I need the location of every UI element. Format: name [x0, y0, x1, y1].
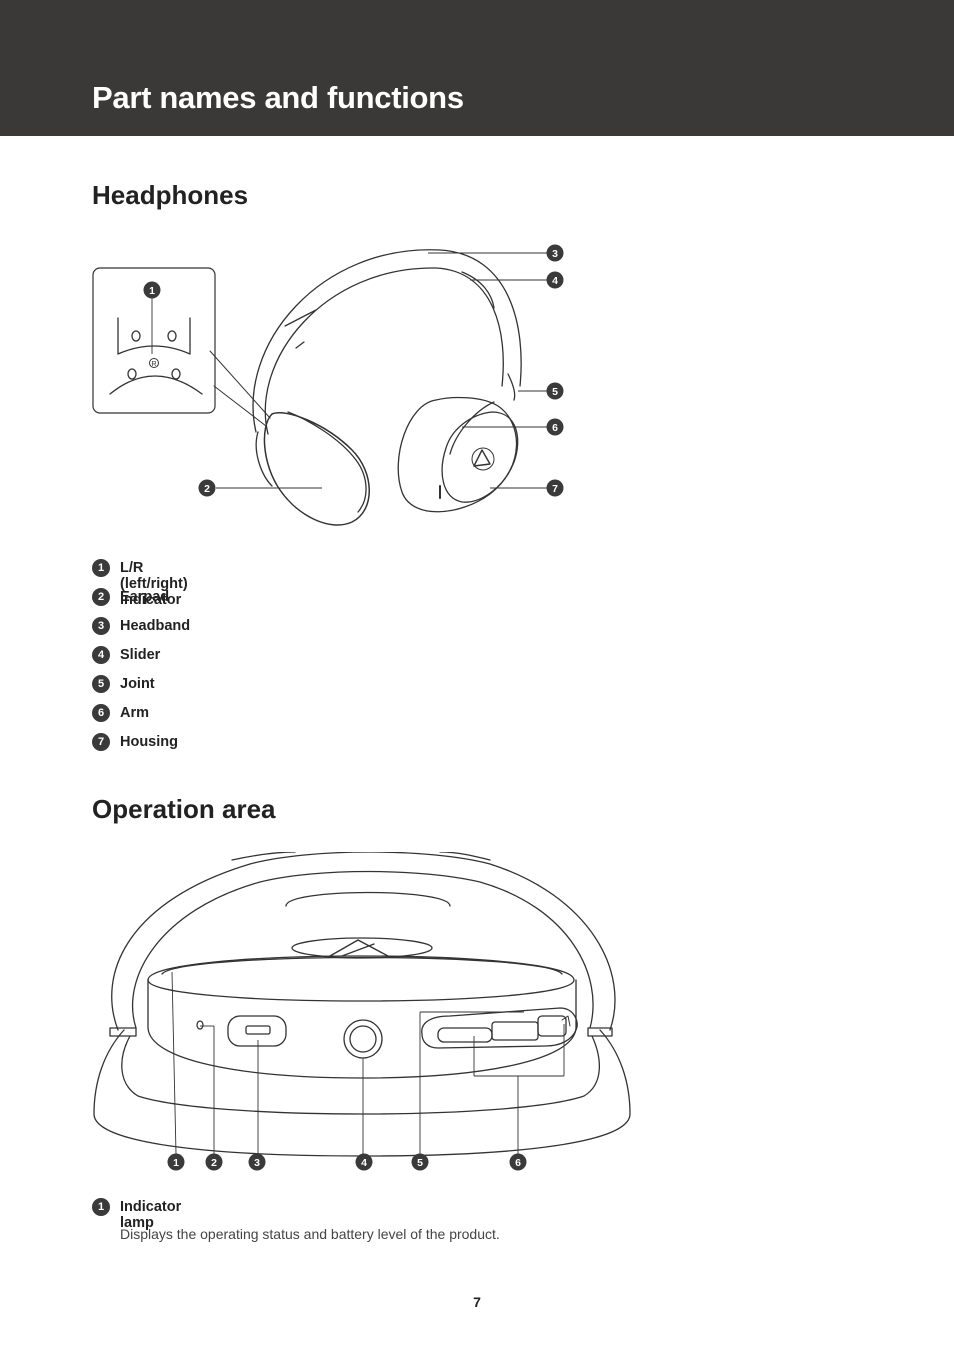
- number-badge: 4: [92, 646, 110, 664]
- indicator-lamp-description: Displays the operating status and batter…: [120, 1226, 500, 1242]
- svg-text:2: 2: [211, 1157, 217, 1169]
- callout-4: 4: [546, 271, 564, 289]
- callout-5: 5: [411, 1153, 429, 1171]
- svg-text:1: 1: [173, 1157, 179, 1169]
- callout-6: 6: [546, 418, 564, 436]
- inset-housing-curve: [117, 317, 191, 355]
- callout-1: 1: [143, 281, 161, 299]
- joint: [507, 373, 516, 401]
- legend-label: Slider: [120, 647, 161, 663]
- inset-lr-mark: R: [151, 361, 156, 368]
- number-badge: 1: [92, 1198, 110, 1216]
- headband-outer: [252, 249, 522, 433]
- power-button: [437, 1027, 493, 1043]
- callout-3: 3: [546, 244, 564, 262]
- earpad: [287, 411, 367, 513]
- inset-hole-left-bottom: [127, 368, 137, 380]
- callout-2: 2: [198, 479, 216, 497]
- volume-button: [491, 1021, 539, 1041]
- svg-text:3: 3: [552, 248, 558, 260]
- inset-hole-left-top: [131, 330, 141, 342]
- legend-label: Earpad: [120, 589, 170, 605]
- page-title: Part names and functions: [92, 80, 464, 115]
- svg-text:6: 6: [515, 1157, 521, 1169]
- indicator-lamp: [196, 1020, 204, 1030]
- callout-2: 2: [205, 1153, 223, 1171]
- legend-label: Indicator lamp: [120, 1199, 182, 1231]
- legend-label: Housing: [120, 734, 178, 750]
- right-earcup: [397, 396, 518, 513]
- svg-text:5: 5: [552, 386, 558, 398]
- number-badge: 1: [92, 559, 110, 577]
- svg-text:6: 6: [552, 422, 558, 434]
- svg-text:2: 2: [204, 483, 210, 495]
- inset-box: [92, 267, 216, 414]
- legend-label: Arm: [120, 705, 150, 721]
- headphones-illustration: 3 4 5 6 7 2 1 R: [92, 244, 564, 526]
- callout-7: 7: [546, 479, 564, 497]
- legend-label: L/R (left/right) indicator: [120, 560, 188, 608]
- svg-text:7: 7: [552, 483, 558, 495]
- legend-label: Headband: [120, 618, 191, 634]
- svg-text:5: 5: [417, 1157, 423, 1169]
- svg-text:4: 4: [361, 1157, 367, 1169]
- number-badge: 6: [92, 704, 110, 722]
- page-number: 7: [473, 1294, 481, 1310]
- page-header-bar: Part names and functions: [0, 0, 954, 136]
- headband-inner: [264, 267, 504, 435]
- housing-logo: [291, 937, 433, 959]
- operation-area-illustration: 1 2 3 4 5 6: [93, 852, 631, 1171]
- arm: [449, 401, 495, 455]
- callout-4: 4: [355, 1153, 373, 1171]
- svg-text:4: 4: [552, 275, 558, 287]
- number-badge: 3: [92, 617, 110, 635]
- legend-label: Joint: [120, 676, 155, 692]
- left-earcup: [263, 412, 370, 526]
- inset-hole-right-bottom: [171, 368, 181, 380]
- callout-3: 3: [248, 1153, 266, 1171]
- headphones-heading: Headphones: [92, 180, 249, 210]
- inset-hole-right-top: [167, 330, 177, 342]
- control-buttons: [421, 1007, 578, 1049]
- svg-text:1: 1: [149, 285, 155, 297]
- callout-6: 6: [509, 1153, 527, 1171]
- function-button: [537, 1015, 567, 1037]
- callout-5: 5: [546, 382, 564, 400]
- number-badge: 7: [92, 733, 110, 751]
- number-badge: 2: [92, 588, 110, 606]
- operation-area-heading: Operation area: [92, 794, 276, 824]
- slider: [461, 271, 495, 309]
- headband-arc: [111, 852, 616, 1031]
- inset-lr-mark-circle: [149, 358, 159, 368]
- usb-port: [227, 1015, 287, 1047]
- right-logo: [473, 449, 491, 467]
- housing-top: [147, 955, 575, 1002]
- callout-1: 1: [167, 1153, 185, 1171]
- svg-text:3: 3: [254, 1157, 260, 1169]
- number-badge: 5: [92, 675, 110, 693]
- housing-side: [147, 979, 577, 1079]
